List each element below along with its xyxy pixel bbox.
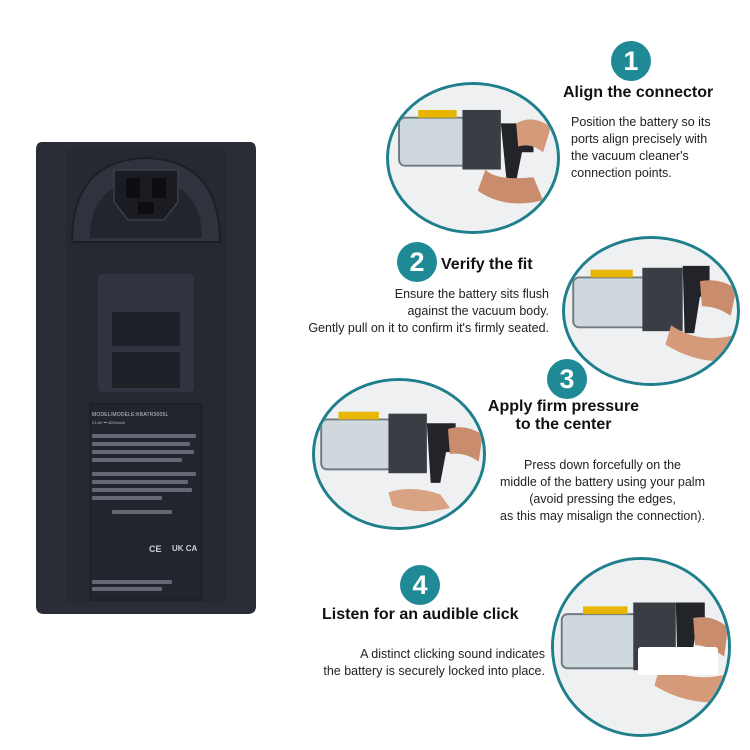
vacuum-photo-icon (389, 85, 557, 231)
step-3-heading-line: Apply firm pressure (487, 398, 640, 415)
step-3-line: middle of the battery using your palm (500, 475, 705, 489)
step-2-heading: Verify the fit (441, 256, 533, 273)
step-1-photo (386, 82, 560, 234)
step-2-line: Gently pull on it to confirm it's firmly… (308, 321, 549, 335)
hand-icon (388, 489, 450, 512)
step-1-line: ports align precisely with (571, 132, 708, 146)
step-1-line: Position the battery so its (571, 115, 711, 129)
step-1-line: the vacuum cleaner's (571, 149, 689, 163)
ukca-mark: UK CA (172, 544, 198, 553)
step-3-line: as this may misalign the connection). (500, 509, 705, 523)
step-2-description: Ensure the battery sits flush against th… (258, 286, 549, 337)
step-1-heading: Align the connector (563, 84, 714, 101)
step-2-photo (562, 236, 740, 386)
photo-glare (638, 647, 718, 675)
step-4-badge: 4 (400, 565, 440, 605)
vacuum-photo-icon (315, 381, 483, 527)
step-2-line: Ensure the battery sits flush (394, 287, 549, 301)
step-4-line: A distinct clicking sound indicates (360, 647, 545, 661)
step-4-description: A distinct clicking sound indicates the … (283, 646, 545, 680)
battery-spec-text: 21.6V ⎓ 4000mAh (92, 420, 125, 425)
step-1-line: connection points. (571, 166, 672, 180)
step-3-heading: Apply firm pressure to the center (478, 398, 649, 434)
step-1-badge: 1 (611, 41, 651, 81)
step-3-line: Press down forcefully on the (523, 458, 682, 472)
battery-model-text: MODEL/MODÈLE:KBATR5005L (92, 412, 169, 418)
step-3-photo (312, 378, 486, 530)
battery-label: MODEL/MODÈLE:KBATR5005L 21.6V ⎓ 4000mAh (92, 410, 198, 600)
step-4-line: the battery is securely locked into plac… (323, 664, 545, 678)
step-2-badge: 2 (397, 242, 437, 282)
step-3-line: (avoid pressing the edges, (529, 492, 676, 506)
step-3-description: Press down forcefully on the middle of t… (480, 457, 725, 525)
step-1-description: Position the battery so its ports align … (571, 114, 741, 182)
step-3-badge: 3 (547, 359, 587, 399)
ce-mark: CE (149, 544, 162, 554)
step-3-heading-line: to the center (515, 416, 612, 433)
step-2-line: against the vacuum body. (407, 304, 549, 318)
vacuum-photo-icon (565, 239, 737, 383)
step-4-heading: Listen for an audible click (322, 606, 519, 623)
